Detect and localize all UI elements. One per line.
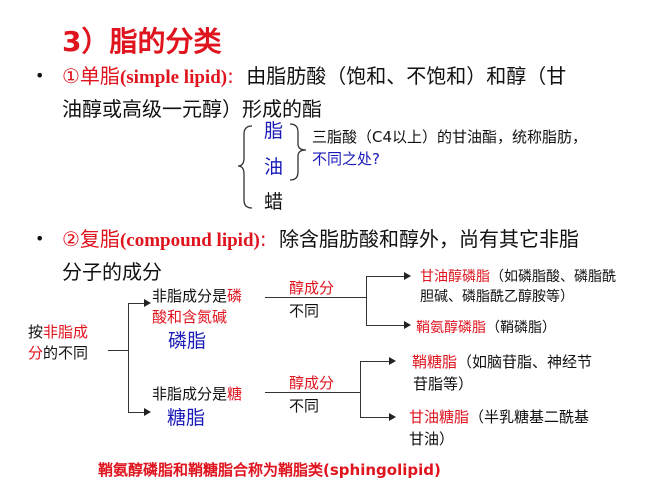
- type-wax: 蜡: [264, 191, 284, 213]
- bullet-dot: •: [35, 66, 45, 85]
- fat-oil-question: 不同之处?: [312, 150, 380, 168]
- slide-title: 3）脂的分类: [62, 25, 222, 58]
- type-fat: 脂: [264, 120, 284, 142]
- sphingolipid-note: 鞘氨醇磷脂和鞘糖脂合称为鞘脂类(sphingolipid): [98, 461, 441, 479]
- root-line2: 分的不同: [28, 344, 89, 362]
- connector-line: [360, 417, 390, 418]
- compound-lipid-desc-line2: 分子的成分: [62, 260, 162, 284]
- type-oil: 油: [264, 156, 284, 178]
- connector-line: [360, 361, 361, 418]
- glyco-condition: 非脂成分是糖: [152, 385, 243, 403]
- outer-brace-icon: [237, 123, 307, 209]
- connector-line: [265, 392, 361, 393]
- arrow-icon: [144, 408, 151, 416]
- arrow-icon: [389, 357, 396, 365]
- colon: :: [227, 64, 234, 88]
- glyco-branch-label2: 不同: [289, 397, 320, 415]
- phospho-branch-label2: 不同: [289, 302, 320, 320]
- sphingoglycolipid-detail: 苷脂等）: [413, 375, 474, 393]
- phospho-condition-line2: 酸和含氮碱: [152, 308, 228, 326]
- arrow-icon: [404, 272, 411, 280]
- arrow-icon: [404, 321, 411, 329]
- compound-lipid-desc: 除含脂肪酸和醇外，尚有其它非脂: [278, 227, 579, 251]
- compound-lipid-label-en: (compound lipid): [119, 230, 260, 251]
- arrow-icon: [389, 413, 396, 421]
- compound-lipid-line1: ②复脂(compound lipid): 除含脂肪酸和醇外，尚有其它非脂: [62, 223, 579, 252]
- colon: :: [259, 227, 267, 251]
- phospholipid-name: 磷脂: [168, 330, 207, 352]
- glycolipid-name: 糖脂: [167, 407, 206, 429]
- connector-line: [128, 303, 145, 304]
- simple-lipid-desc: 由脂肪酸（饱和、不饱和）和醇（甘: [246, 64, 567, 88]
- sphingophospholipid: 鞘氨醇磷脂（鞘磷脂）: [416, 320, 556, 336]
- compound-lipid-label: ②复脂: [62, 227, 120, 251]
- bullet-dot: •: [35, 229, 45, 248]
- simple-lipid-desc-line2: 油醇或高级一元醇）形成的酯: [62, 97, 322, 121]
- fat-oil-note: 三脂酸（C4以上）的甘油酯，统称脂肪，: [312, 128, 588, 146]
- glyceroglycolipid-detail: 甘油）: [409, 430, 455, 448]
- phospho-branch-label: 醇成分: [289, 279, 335, 297]
- connector-line: [366, 276, 406, 277]
- glyco-branch-label: 醇成分: [289, 374, 335, 392]
- connector-line: [265, 297, 367, 298]
- connector-line: [108, 350, 128, 351]
- root-line1: 按非脂成: [28, 323, 89, 341]
- connector-line: [366, 325, 406, 326]
- connector-line: [360, 361, 390, 362]
- connector-line: [366, 276, 367, 326]
- phospho-condition-line1: 非脂成分是磷: [152, 287, 243, 305]
- arrow-icon: [144, 299, 151, 307]
- glyceroglycolipid: 甘油糖脂（半乳糖基二酰基: [409, 408, 590, 426]
- simple-lipid-label-en: (simple lipid): [119, 67, 228, 88]
- connector-line: [128, 303, 129, 413]
- connector-line: [128, 412, 145, 413]
- sphingoglycolipid: 鞘糖脂（如脑苷脂、神经节: [412, 353, 593, 371]
- glycerophospholipid-detail: 胆碱、磷脂酰乙醇胺等）: [420, 289, 574, 305]
- glycerophospholipid: 甘油醇磷脂（如磷脂酸、磷脂酰: [420, 269, 616, 285]
- simple-lipid-label: ①单脂: [62, 64, 120, 88]
- simple-lipid-line1: ①单脂(simple lipid): 由脂肪酸（饱和、不饱和）和醇（甘: [62, 60, 566, 89]
